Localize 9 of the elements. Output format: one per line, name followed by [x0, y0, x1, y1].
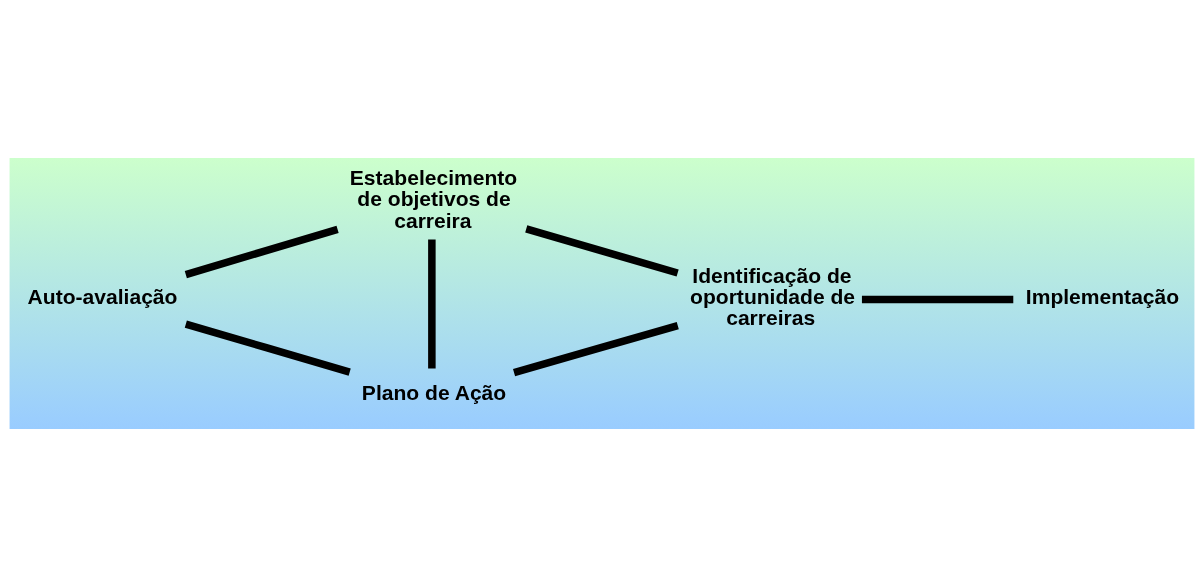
connector: [184, 320, 351, 376]
connector: [184, 225, 339, 279]
node-text: Implementação: [1025, 284, 1180, 308]
connector: [513, 321, 679, 377]
node-text: Auto-avaliação: [27, 284, 178, 308]
node-text: Identificação de oportunidade de carreiras: [690, 264, 856, 330]
node-text: Estabelecimento de objetivos de carreira: [349, 166, 518, 232]
node-text: Plano de Ação: [361, 380, 507, 404]
connector: [525, 225, 679, 277]
